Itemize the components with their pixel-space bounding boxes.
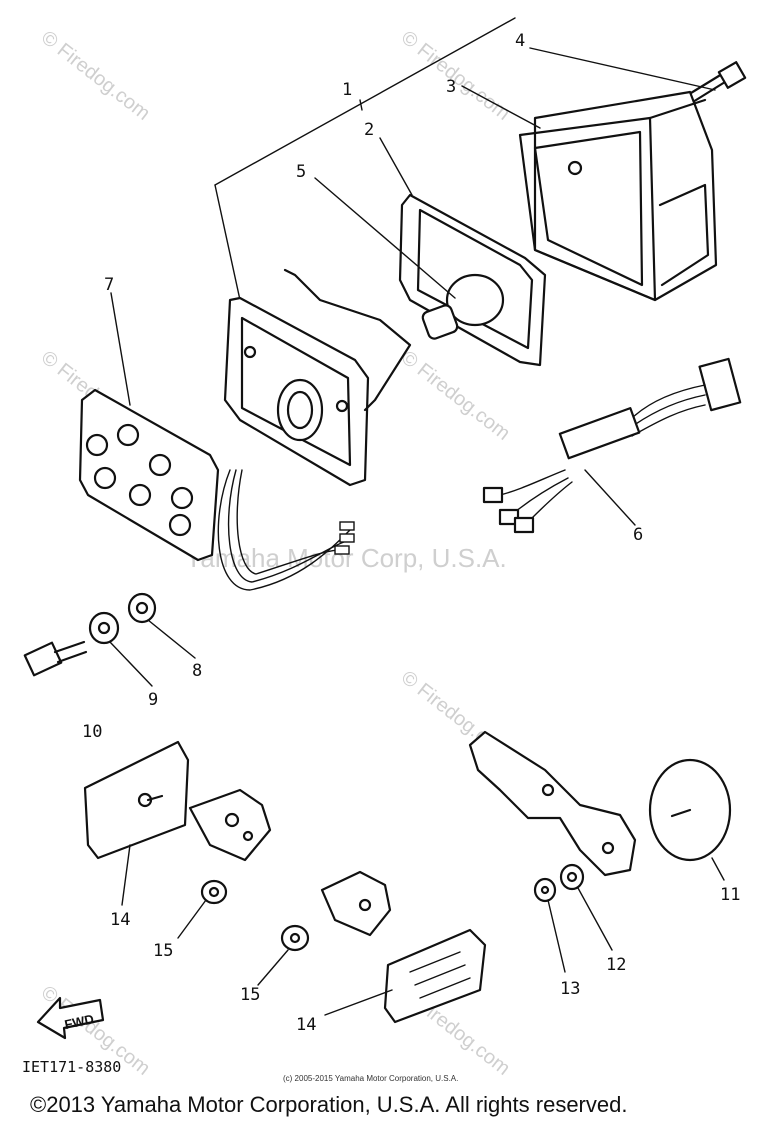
callout-8: 8 bbox=[192, 661, 202, 681]
washer-part-9 bbox=[88, 611, 120, 645]
round-reflector-part-11 bbox=[648, 758, 732, 862]
fwd-label: FWD bbox=[63, 1011, 95, 1032]
forward-arrow: FWD bbox=[36, 996, 105, 1040]
bracket-right-small bbox=[320, 870, 392, 937]
copyright-footer: ©2013 Yamaha Motor Corporation, U.S.A. A… bbox=[30, 1092, 627, 1117]
callout-2: 2 bbox=[364, 120, 374, 140]
callout-labels: 1 2 3 4 5 6 7 8 9 10 11 12 13 14 15 14 1… bbox=[82, 31, 740, 1035]
callout-7: 7 bbox=[104, 275, 114, 295]
watermark-corner: © Firedog.com bbox=[397, 347, 514, 445]
bracket-left bbox=[188, 788, 272, 862]
bolt-part-10 bbox=[23, 640, 88, 677]
watermark-corner: © Firedog.com bbox=[37, 27, 154, 125]
leader-lines bbox=[109, 47, 725, 1016]
callout-5: 5 bbox=[296, 162, 306, 182]
wire-harness-part-6 bbox=[482, 357, 742, 534]
callout-4: 4 bbox=[515, 31, 525, 51]
callout-14-left: 14 bbox=[110, 910, 130, 930]
watermark-corner: © Firedog.com bbox=[397, 27, 514, 125]
callout-6: 6 bbox=[633, 525, 643, 545]
mount-bracket bbox=[468, 730, 637, 877]
callout-10: 10 bbox=[82, 722, 102, 742]
watermarks: Yamaha Motor Corp, U.S.A. © Firedog.com … bbox=[37, 27, 514, 1080]
tail-light-housing bbox=[223, 268, 412, 487]
callout-14-right: 14 bbox=[296, 1015, 316, 1035]
callout-9: 9 bbox=[148, 690, 158, 710]
housing-wires bbox=[217, 469, 355, 591]
callout-11: 11 bbox=[720, 885, 740, 905]
callout-12: 12 bbox=[606, 955, 626, 975]
washer-part-12 bbox=[559, 863, 585, 891]
assembly-bracket bbox=[214, 17, 516, 301]
reflector-part-14-left bbox=[83, 740, 190, 860]
nut-part-15-left bbox=[200, 879, 228, 905]
nut-part-15-right bbox=[280, 924, 310, 952]
callout-13: 13 bbox=[560, 979, 580, 999]
reflector-part-14-right bbox=[383, 928, 487, 1024]
diagram-code: IET171-8380 bbox=[22, 1058, 121, 1076]
washer-part-8 bbox=[127, 592, 157, 624]
gasket-part-2 bbox=[398, 193, 547, 367]
lens-part-3 bbox=[518, 90, 718, 302]
callout-15-left: 15 bbox=[153, 941, 173, 961]
callout-15-right: 15 bbox=[240, 985, 260, 1005]
callout-3: 3 bbox=[446, 77, 456, 97]
bulb-part-5 bbox=[421, 273, 505, 340]
nut-part-13 bbox=[533, 877, 557, 903]
callout-1: 1 bbox=[342, 80, 352, 100]
small-copyright: (c) 2005-2015 Yamaha Motor Corporation, … bbox=[283, 1074, 458, 1083]
base-plate-part-7 bbox=[78, 388, 220, 562]
